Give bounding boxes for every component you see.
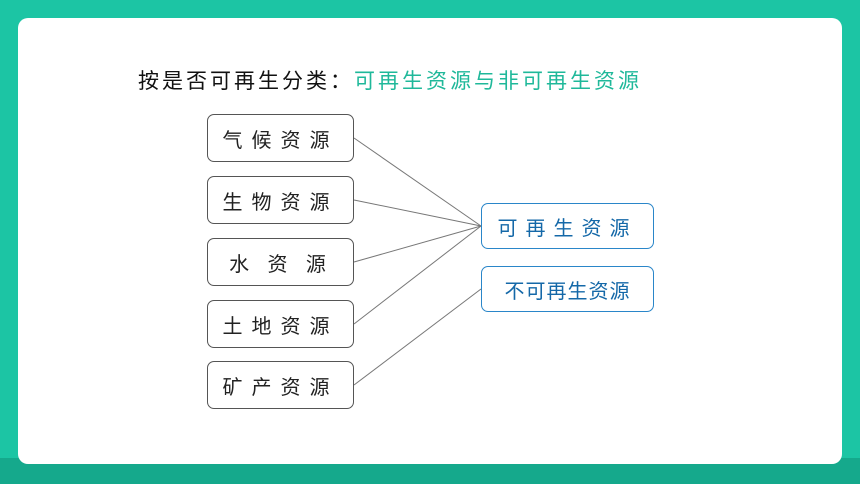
title-prefix: 按是否可再生分类： [138,69,354,93]
box-biological-resources: 生物资源 [207,176,354,224]
connector-mineral [353,288,482,386]
box-mineral-resources: 矿产资源 [207,361,354,409]
connector-climate [353,137,482,227]
slide-title: 按是否可再生分类：可再生资源与非可再生资源 [138,66,778,96]
box-nonrenewable-resources: 不可再生资源 [481,266,654,312]
connector-water [353,225,482,263]
connector-land [353,225,482,325]
box-land-resources: 土地资源 [207,300,354,348]
connector-biology [353,199,482,227]
box-water-resources: 水 资 源 [207,238,354,286]
content-card [18,18,842,464]
title-accent: 可再生资源与非可再生资源 [354,69,642,93]
box-climate-resources: 气候资源 [207,114,354,162]
box-renewable-resources: 可再生资源 [481,203,654,249]
